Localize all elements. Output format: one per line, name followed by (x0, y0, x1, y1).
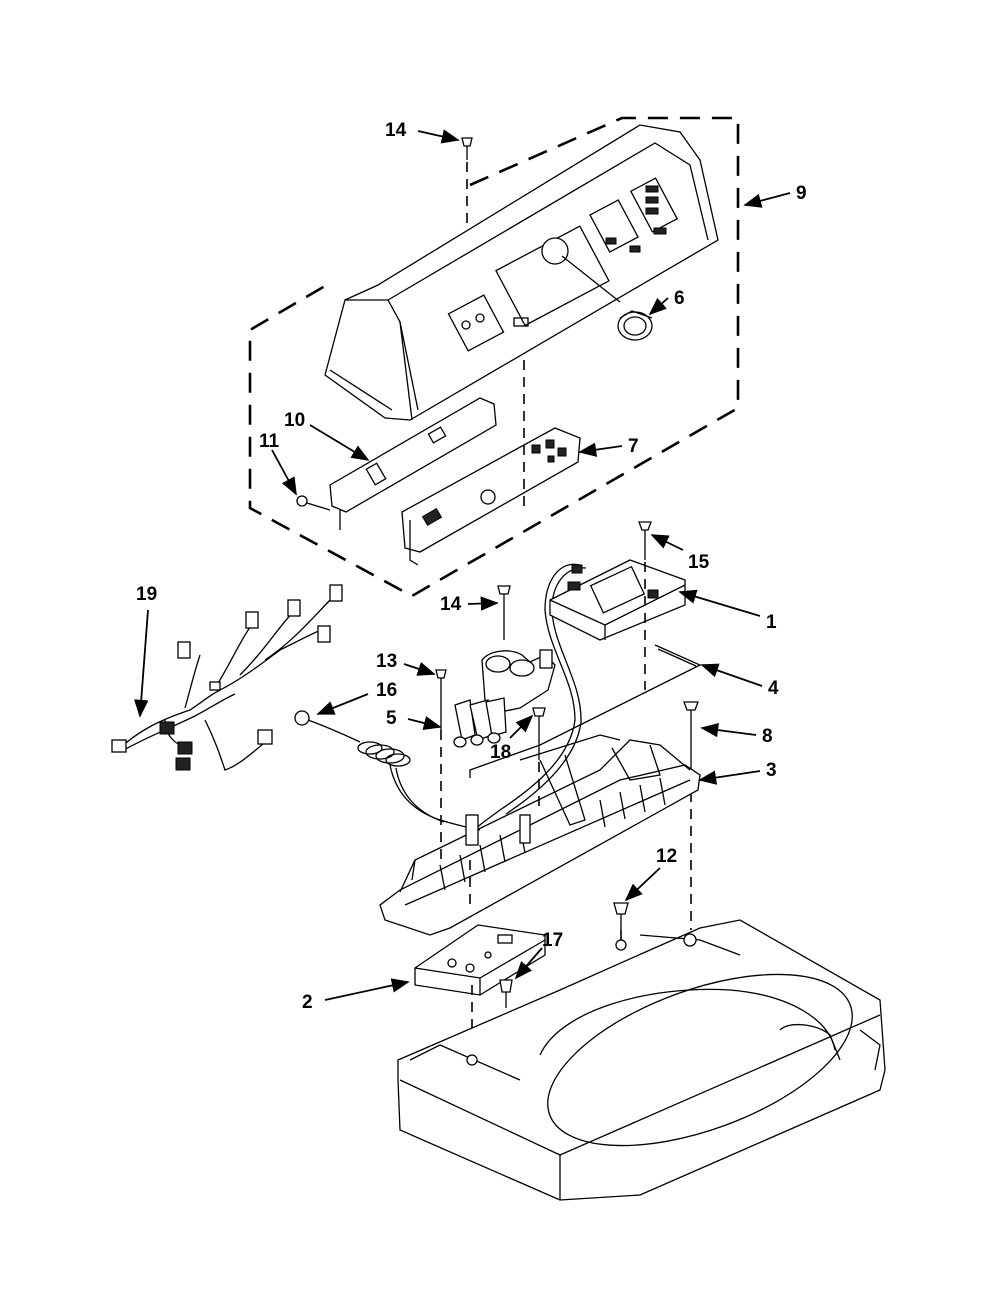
console-assembly-boundary (248, 116, 740, 598)
knob (617, 310, 653, 341)
actuator-rod (469, 644, 702, 778)
callout-6: 6 (674, 288, 685, 309)
callout-15: 15 (688, 552, 710, 573)
callout-1: 1 (766, 612, 777, 633)
console-bracket (329, 397, 497, 530)
callout-17: 17 (542, 930, 563, 951)
callout-4: 4 (768, 678, 779, 699)
callout-8: 8 (762, 726, 773, 747)
screw-14-middle (497, 585, 511, 640)
clip-12 (613, 902, 629, 945)
callout-16: 16 (376, 680, 397, 701)
callout-5: 5 (386, 708, 397, 729)
callout-arrows (134, 129, 791, 1001)
mounting-bracket (414, 924, 546, 1060)
wire-harness (111, 584, 343, 771)
screw-15 (638, 521, 652, 690)
clip-17 (499, 979, 513, 1008)
screw-14-top (461, 137, 473, 225)
washer-top-cabinet (397, 919, 886, 1201)
callout-7: 7 (628, 436, 639, 457)
callout-3: 3 (766, 760, 777, 781)
callout-12: 12 (656, 846, 677, 867)
console-housing (324, 124, 719, 421)
main-harness-cable (469, 563, 581, 841)
callout-2: 2 (302, 992, 313, 1013)
callout-13: 13 (376, 651, 397, 672)
callout-18: 18 (490, 742, 511, 763)
screw-8 (683, 701, 699, 930)
callout-14-top: 14 (385, 120, 407, 141)
screw-13 (435, 669, 447, 860)
machine-control-board (549, 559, 686, 641)
screw-11 (296, 495, 331, 511)
callout-14-middle: 14 (440, 594, 462, 615)
console-base (379, 734, 701, 936)
callout-11: 11 (259, 431, 280, 452)
callout-10: 10 (284, 410, 305, 431)
water-valve (453, 649, 556, 748)
callout-9: 9 (796, 183, 807, 204)
screw-18 (532, 707, 546, 810)
callout-19: 19 (136, 584, 157, 605)
user-interface-board (401, 360, 581, 566)
